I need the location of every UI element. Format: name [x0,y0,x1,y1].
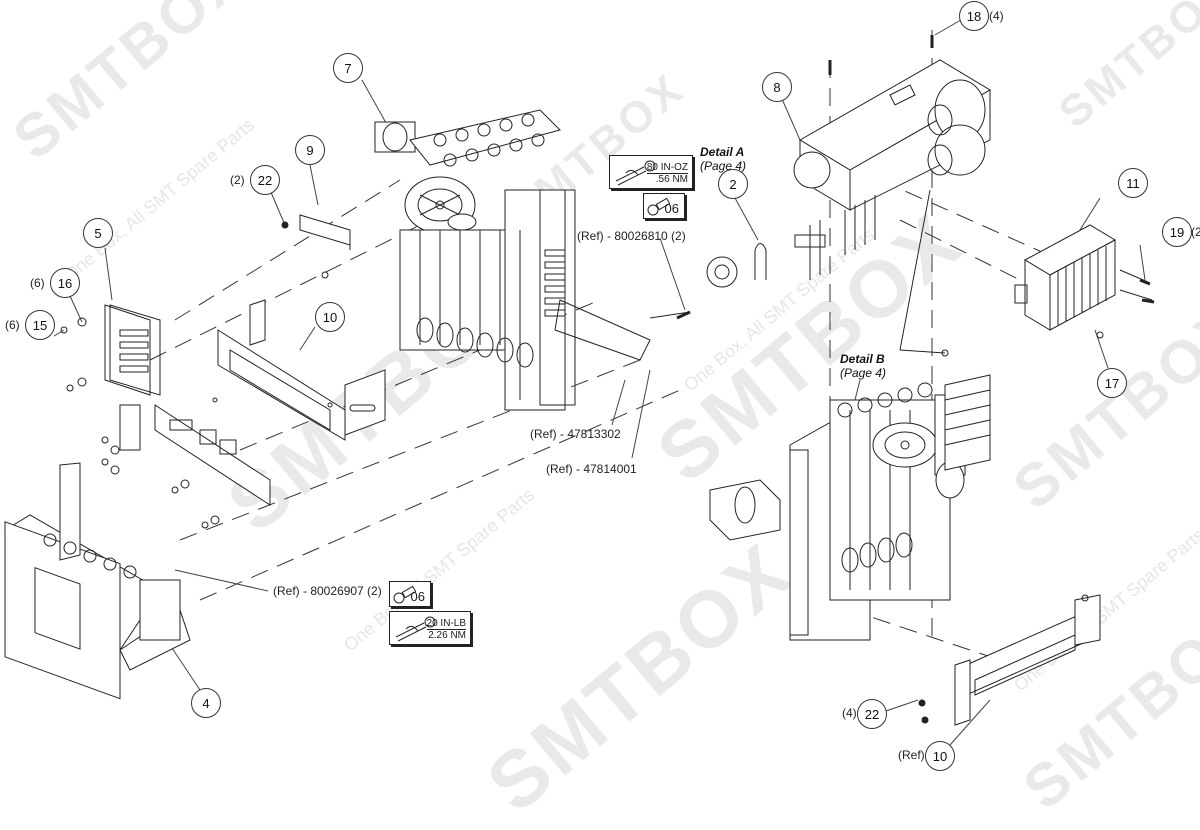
mounting-bracket [281,214,351,279]
valve-manifold [1014,224,1153,339]
callout-22-left: 22 [250,165,280,195]
connector-pcb [60,304,271,529]
line-art [4,16,1155,746]
u-frame-bracket-ref [918,594,1101,726]
detail-a-page: (Page 4) [700,159,747,173]
torque-spec-box-2: 20 IN-LB 2.26 NM [389,611,471,645]
callout-18: 18 [959,1,989,31]
upper-head-block [793,35,991,357]
callout-19: 19 [1162,217,1192,247]
detail-b-label: Detail B (Page 4) [840,352,886,380]
callout-7: 7 [333,53,363,83]
torque-imperial-2: 20 IN-LB [426,618,466,630]
detail-b-title: Detail B [840,352,885,366]
qty-18: (4) [989,9,1004,23]
callout-16: 16 [50,268,80,298]
feeder-base-housing [4,462,191,700]
callout-5: 5 [83,218,113,248]
loctite-code-1: 06 [664,201,679,216]
qty-22-right: (4) [842,706,857,720]
torque-metric-2: 2.26 NM [428,630,466,641]
torque-spec-box-1: 80 IN-OZ .56 NM [609,155,693,189]
qty-10-right: (Ref) [898,748,925,762]
bolt-nut-icon [647,197,670,216]
callout-8: 8 [762,72,792,102]
ref-80026810: (Ref) - 80026810 (2) [577,229,686,243]
qty-15: (6) [5,318,20,332]
callout-11: 11 [1118,168,1148,198]
callout-15: 15 [25,310,55,340]
loctite-box-2: 06 [389,581,431,607]
motor-drive-assembly [374,109,691,411]
qty-16: (6) [30,276,45,290]
detail-a-label: Detail A (Page 4) [700,145,746,173]
detail-a-title: Detail A [700,145,745,159]
wrench-icon [395,616,436,642]
callout-17: 17 [1097,368,1127,398]
bolt-nut-icon [393,585,416,604]
lower-head-assembly [709,374,991,641]
callout-22-right: 22 [857,699,887,729]
clip-assembly [706,243,767,288]
callout-9: 9 [295,135,325,165]
callout-10: 10 [315,302,345,332]
loctite-box-1: 06 [643,193,685,219]
qty-22-left: (2) [230,173,245,187]
qty-19: (2) [1191,225,1200,239]
callout-10-right: 10 [925,741,955,771]
ref-80026907: (Ref) - 80026907 (2) [273,584,382,598]
loctite-code-2: 06 [410,589,425,604]
torque-metric-1: .56 NM [655,174,688,185]
callout-4: 4 [191,688,221,718]
u-frame-bracket [212,299,386,441]
ref-47813302: (Ref) - 47813302 [530,427,621,441]
ref-47814001: (Ref) - 47814001 [546,462,637,476]
torque-imperial-1: 80 IN-OZ [646,162,688,174]
wrench-icon [615,160,656,186]
detail-b-page: (Page 4) [840,366,887,380]
callout-2: 2 [718,169,748,199]
